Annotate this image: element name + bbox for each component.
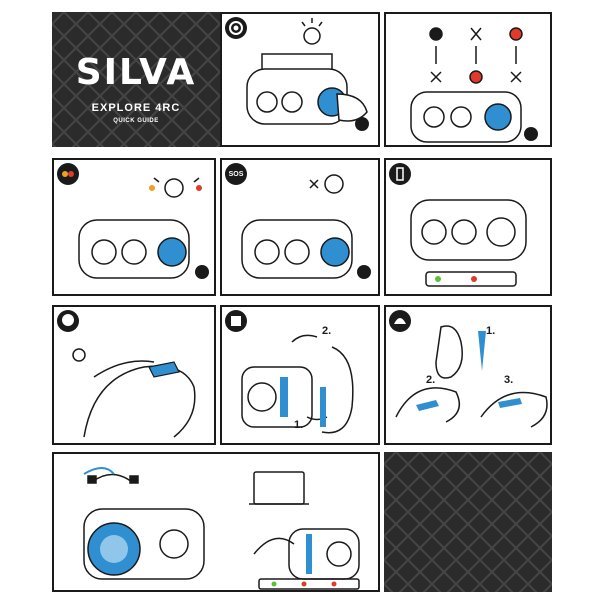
helmet-step-2-label: 2. (426, 374, 436, 386)
panel-adjust-strap (52, 305, 216, 445)
panel-helmet-mount: 1. 2. 3. (384, 305, 552, 445)
panel-red-light (52, 158, 216, 296)
mount-options-icon (225, 310, 247, 332)
headlamp-press-illustration (246, 18, 369, 131)
panel-mode-select (384, 12, 552, 147)
helmet-mount-illustration (395, 325, 548, 428)
brand-logo: SILVA (75, 52, 197, 93)
panel-power-on (220, 12, 380, 147)
guide-subtitle: QUICK GUIDE (113, 118, 159, 124)
red-mode-illustration (78, 177, 209, 279)
head-icon (57, 310, 79, 332)
lock-and-charge-illustration (83, 467, 360, 590)
sos-badge: SOS (225, 163, 247, 185)
cover-panel: SILVA EXPLORE 4RC QUICK GUIDE (52, 12, 220, 147)
panel-sos: SOS (220, 158, 380, 296)
power-mode-icon (225, 17, 247, 39)
helmet-step-1-label: 1. (486, 325, 496, 337)
panel-battery-indicator (384, 158, 552, 296)
product-name: EXPLORE 4RC (91, 102, 181, 114)
helmet-icon (389, 310, 411, 332)
step-2-label: 2. (322, 325, 332, 337)
back-cover-pattern (384, 452, 552, 592)
helmet-step-3-label: 3. (504, 374, 514, 386)
battery-icon (389, 163, 411, 185)
panel-lock-charge (52, 452, 380, 592)
mode-sequence-illustration (410, 27, 538, 143)
strap-adjust-illustration (72, 348, 196, 438)
red-light-icon (57, 163, 79, 185)
rear-mount-illustration (241, 334, 354, 434)
battery-indicator-illustration (410, 199, 527, 287)
panel-rear-mount: 2. 1. (220, 305, 380, 445)
step-1-label: 1. (294, 419, 304, 431)
back-cover-panel (384, 452, 552, 592)
sos-illustration (241, 174, 371, 279)
cover-pattern (52, 12, 220, 147)
